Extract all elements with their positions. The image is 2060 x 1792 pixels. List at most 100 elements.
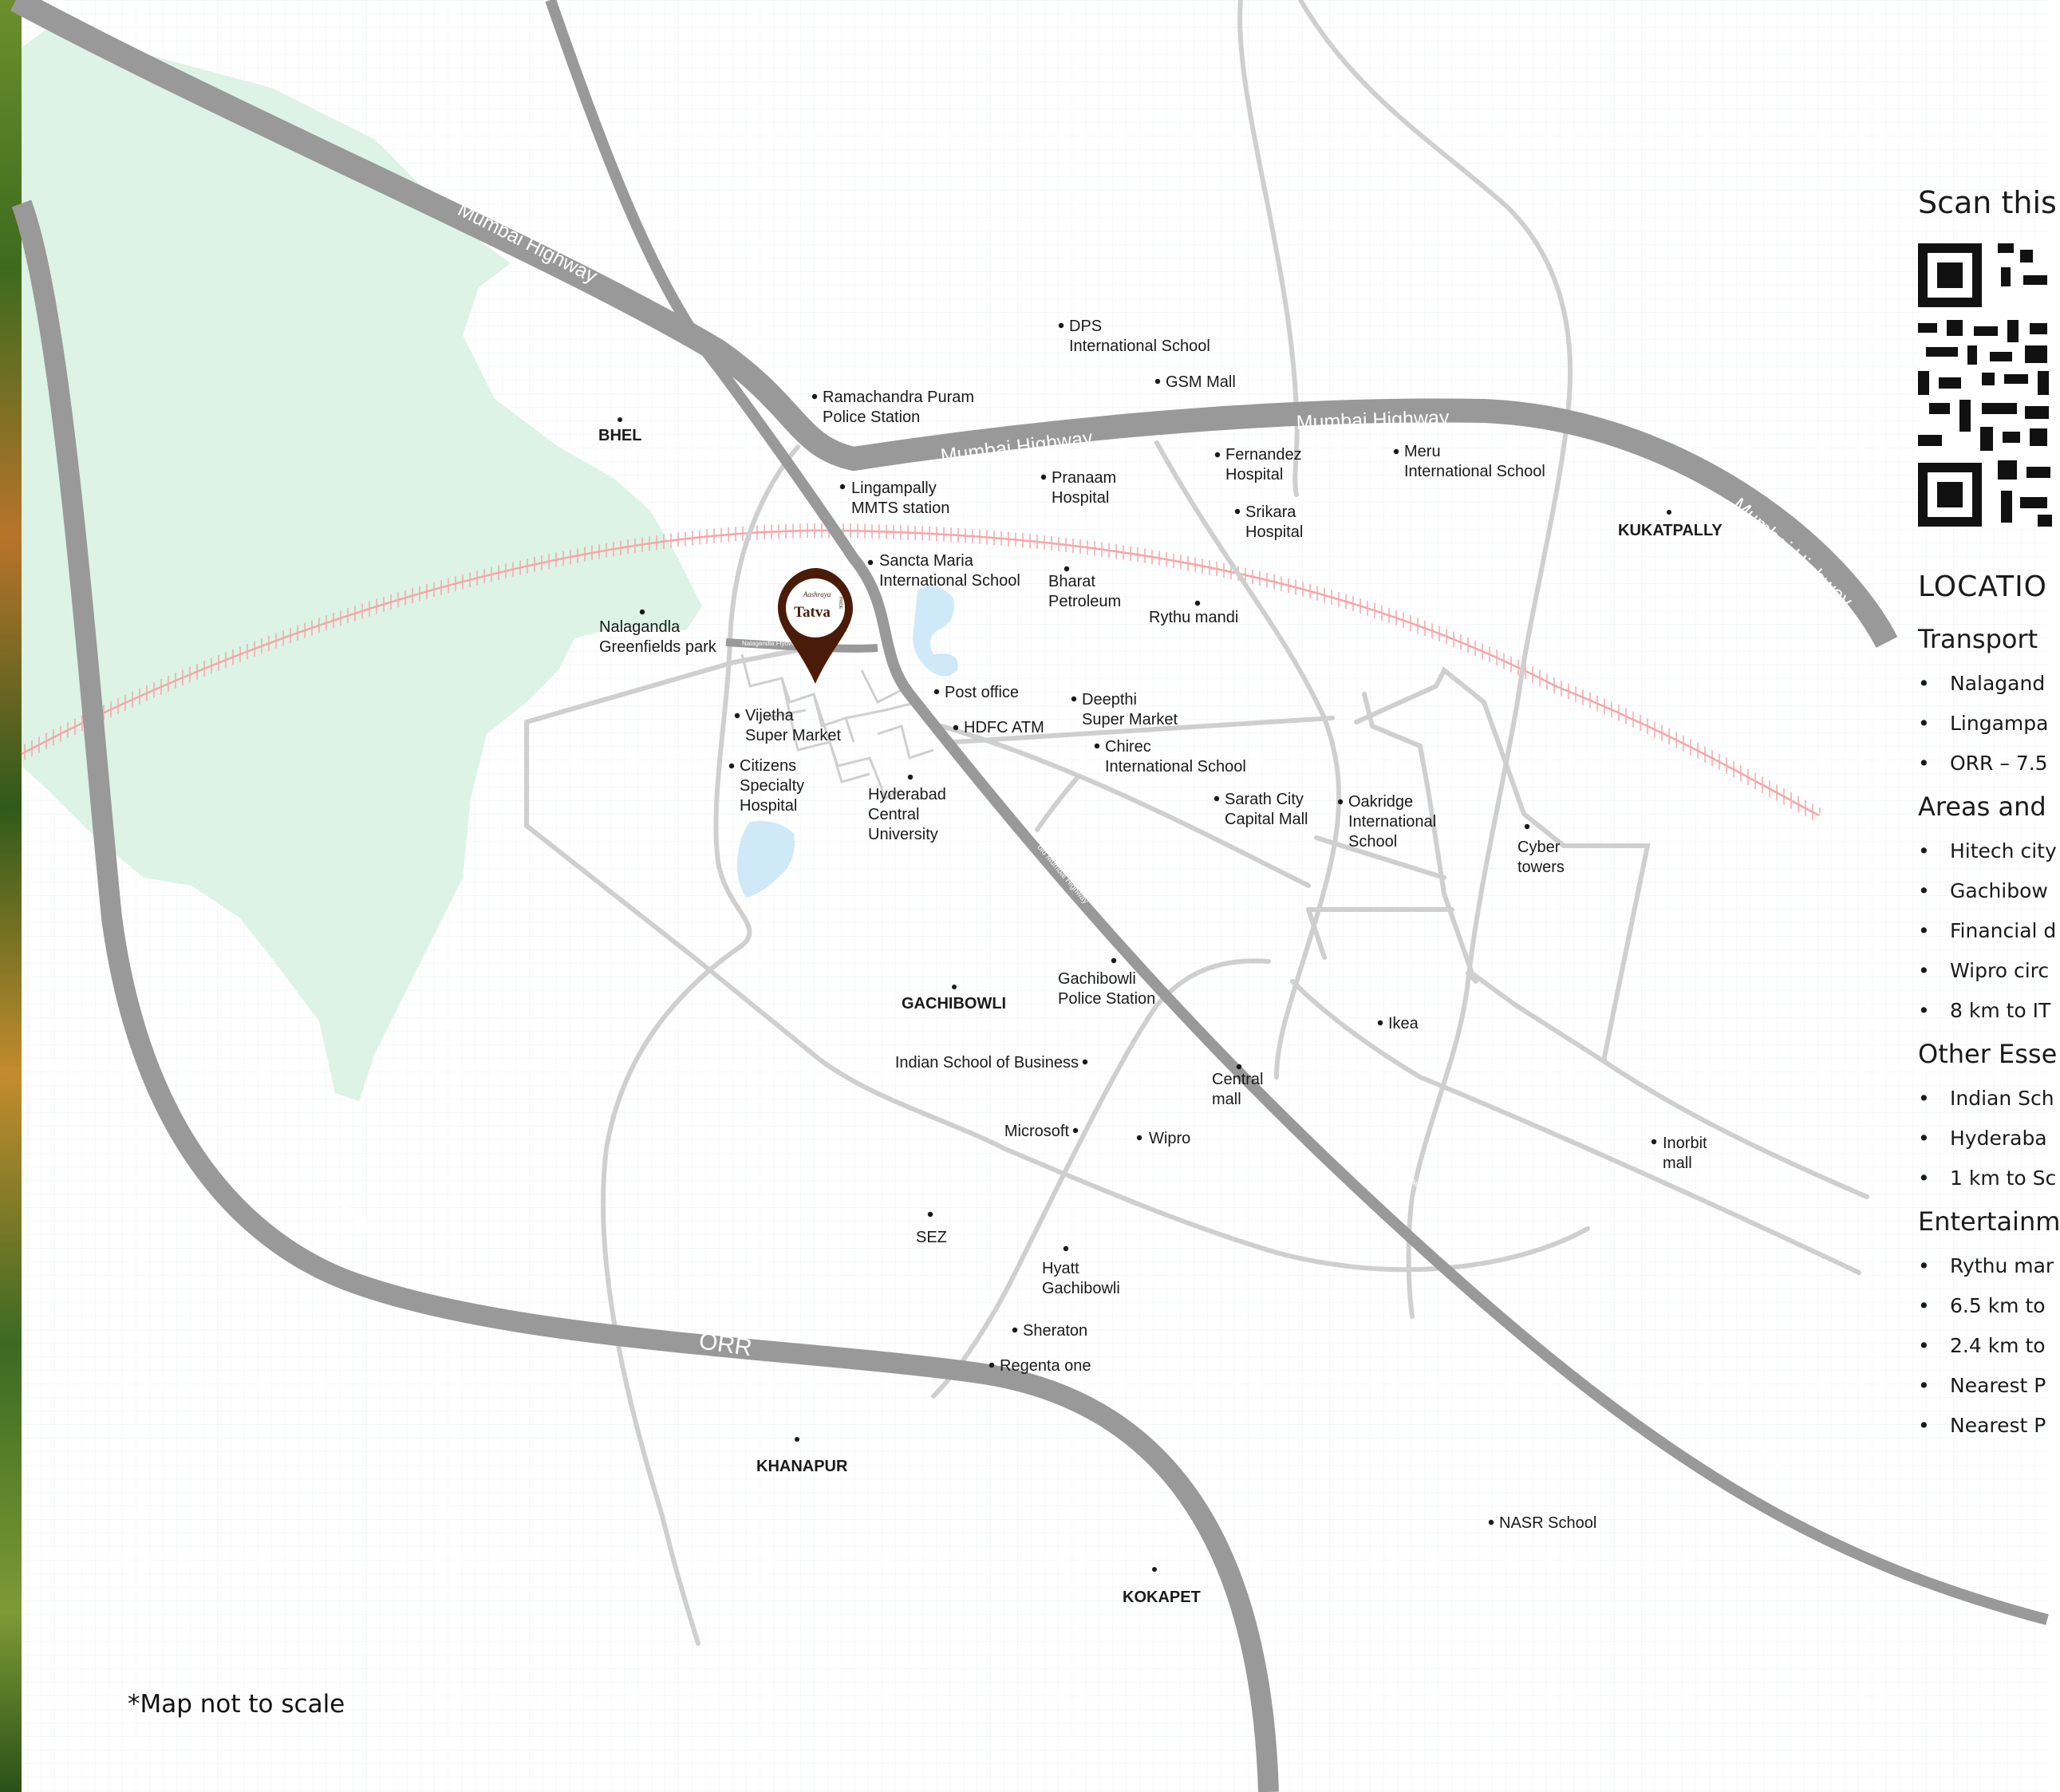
poi-label-gpolice[interactable]: Police Station xyxy=(1058,990,1155,1008)
poi-label-sez[interactable]: SEZ xyxy=(916,1229,947,1246)
marker-brand: Tatva xyxy=(794,604,831,621)
poi-label-nalagandla[interactable]: Greenfields park xyxy=(599,638,717,656)
poi-label-regenta[interactable]: Regenta one xyxy=(1000,1357,1091,1375)
entertainment-item: Nearest P xyxy=(1918,1374,2046,1397)
poi-label-cyber[interactable]: towers xyxy=(1517,859,1565,876)
poi-label-oakridge[interactable]: School xyxy=(1348,833,1397,851)
poi-label-hcu[interactable]: Central xyxy=(868,806,919,823)
poi-dot-regenta xyxy=(989,1362,995,1368)
poi-dot-dps xyxy=(1058,322,1064,329)
railway-line xyxy=(21,529,1820,817)
poi-label-oakridge[interactable]: International xyxy=(1348,813,1436,831)
poi-label-lingampally[interactable]: Lingampally xyxy=(851,480,937,497)
poi-dot-ramachandra xyxy=(811,393,818,400)
poi-dot-inorbit xyxy=(1651,1139,1657,1145)
poi-label-pranaam[interactable]: Pranaam xyxy=(1052,469,1116,487)
poi-label-deepthi[interactable]: Deepthi xyxy=(1082,691,1137,709)
poi-dot-chirec xyxy=(1094,743,1100,749)
poi-label-sancta[interactable]: International School xyxy=(879,572,1020,590)
poi-label-cyber[interactable]: Cyber xyxy=(1517,839,1561,856)
poi-label-ramachandra[interactable]: Police Station xyxy=(823,409,920,426)
lake-south xyxy=(736,821,795,898)
poi-dot-vijetha xyxy=(734,712,740,719)
poi-label-inorbit[interactable]: mall xyxy=(1663,1155,1692,1172)
poi-label-central[interactable]: Central xyxy=(1212,1071,1263,1088)
poi-label-oakridge[interactable]: Oakridge xyxy=(1348,793,1413,811)
poi-label-microsoft[interactable]: Microsoft xyxy=(1004,1123,1070,1140)
poi-label-vijetha[interactable]: Super Market xyxy=(745,727,841,744)
poi-label-gpolice[interactable]: Gachibowli xyxy=(1058,970,1136,988)
poi-label-meru[interactable]: Meru xyxy=(1404,443,1441,460)
poi-label-pranaam[interactable]: Hospital xyxy=(1052,489,1109,507)
area-label-kokapet: KOKAPET xyxy=(1123,1589,1201,1606)
poi-dot-lingampally xyxy=(839,484,846,490)
poi-label-lingampally[interactable]: MMTS station xyxy=(851,499,949,517)
poi-label-sancta[interactable]: Sancta Maria xyxy=(879,552,974,570)
poi-label-bharat[interactable]: Petroleum xyxy=(1048,593,1121,610)
poi-label-hcu[interactable]: University xyxy=(868,826,938,843)
poi-label-hyatt[interactable]: Hyatt xyxy=(1042,1260,1079,1277)
sidebar-title: LOCATIO xyxy=(1918,570,2048,603)
areas-item: Wipro circ xyxy=(1918,959,2049,982)
poi-label-rythu[interactable]: Rythu mandi xyxy=(1149,609,1238,626)
poi-label-meru[interactable]: International School xyxy=(1404,463,1545,480)
poi-label-nasr[interactable]: NASR School xyxy=(1499,1514,1596,1532)
poi-label-sarath[interactable]: Sarath City xyxy=(1225,791,1304,808)
poi-dot-sancta xyxy=(867,559,874,566)
poi-dot-microsoft xyxy=(1072,1127,1079,1134)
poi-dot-gpolice xyxy=(1111,957,1117,964)
poi-label-dps[interactable]: International School xyxy=(1069,337,1210,355)
poi-label-deepthi[interactable]: Super Market xyxy=(1082,711,1178,728)
poi-label-dps[interactable]: DPS xyxy=(1069,318,1102,335)
poi-label-ikea[interactable]: Ikea xyxy=(1388,1015,1419,1032)
area-label-khanapur: KHANAPUR xyxy=(756,1458,848,1475)
entertainment-heading: Entertainm xyxy=(1918,1206,2060,1237)
poi-label-hdfc[interactable]: HDFC ATM xyxy=(964,719,1044,736)
poi-label-citizens[interactable]: Specialty xyxy=(740,777,804,795)
poi-label-citizens[interactable]: Citizens xyxy=(740,757,796,775)
poi-label-srikara[interactable]: Srikara xyxy=(1245,503,1296,521)
poi-dot-bharat xyxy=(1064,566,1070,572)
poi-dot-rythu xyxy=(1194,600,1201,606)
area-dot-khanapur xyxy=(795,1437,799,1442)
poi-label-vijetha[interactable]: Vijetha xyxy=(745,707,795,724)
areas-item: Financial d xyxy=(1918,919,2056,942)
area-dot-kukatpally xyxy=(1667,510,1671,515)
poi-label-hcu[interactable]: Hyderabad xyxy=(868,786,946,803)
marker-brand-side: PRIDE xyxy=(838,597,843,610)
qr-scan-prompt: Scan this xyxy=(1918,185,2057,220)
poi-label-chirec[interactable]: Chirec xyxy=(1105,738,1151,756)
areas-item: Hitech city xyxy=(1918,839,2057,862)
poi-label-bharat[interactable]: Bharat xyxy=(1048,573,1095,590)
poi-label-fernandez[interactable]: Hospital xyxy=(1225,466,1283,484)
transport-heading: Transport xyxy=(1918,624,2038,654)
poi-label-isb[interactable]: Indian School of Business xyxy=(895,1054,1079,1072)
poi-label-hyatt[interactable]: Gachibowli xyxy=(1042,1280,1120,1297)
area-label-kukatpally: KUKATPALLY xyxy=(1618,522,1723,539)
poi-label-wipro[interactable]: Wipro xyxy=(1149,1130,1190,1147)
poi-label-nalagandla[interactable]: Nalagandla xyxy=(599,618,681,636)
transport-item: Lingampa xyxy=(1918,712,2048,735)
poi-dot-nalagandla xyxy=(639,609,645,615)
area-label-gachibowli: GACHIBOWLI xyxy=(902,995,1006,1012)
poi-dot-ikea xyxy=(1377,1020,1383,1026)
poi-label-inorbit[interactable]: Inorbit xyxy=(1663,1135,1707,1152)
poi-label-sheraton[interactable]: Sheraton xyxy=(1023,1322,1087,1340)
poi-label-gsm[interactable]: GSM Mall xyxy=(1166,373,1236,391)
poi-label-citizens[interactable]: Hospital xyxy=(740,797,797,815)
road-label-nalagandla-flyover: Nalagandla Flyover xyxy=(742,640,797,647)
poi-dot-post xyxy=(933,689,940,695)
qr-code-icon[interactable] xyxy=(1918,243,2054,527)
poi-label-sarath[interactable]: Capital Mall xyxy=(1225,811,1308,828)
poi-label-fernandez[interactable]: Fernandez xyxy=(1225,446,1302,464)
lake-north xyxy=(913,586,958,677)
poi-label-chirec[interactable]: International School xyxy=(1105,758,1246,776)
transport-item: Nalagand xyxy=(1918,672,2045,695)
poi-label-post[interactable]: Post office xyxy=(945,684,1019,701)
project-marker[interactable]: Aashraya Tatva PRIDE xyxy=(778,568,853,684)
poi-label-ramachandra[interactable]: Ramachandra Puram xyxy=(823,389,974,406)
poi-label-central[interactable]: mall xyxy=(1212,1091,1241,1108)
poi-dot-deepthi xyxy=(1071,696,1077,702)
poi-label-srikara[interactable]: Hospital xyxy=(1245,523,1303,541)
road-label-mumbai-highway-3: Mumbai Highway xyxy=(1296,406,1450,434)
